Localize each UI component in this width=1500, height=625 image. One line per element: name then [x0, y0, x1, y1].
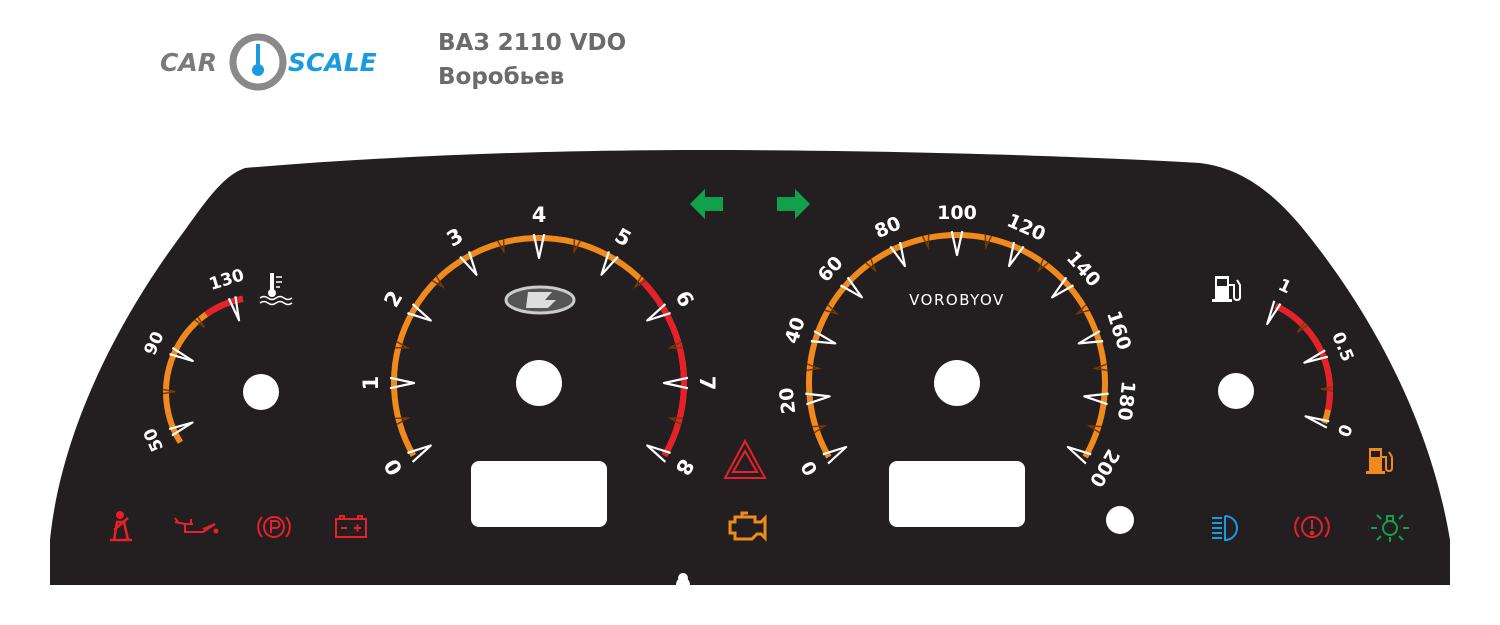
tach-minor-tick [633, 275, 647, 289]
battery-icon [335, 515, 367, 538]
temp-major-tick [227, 296, 241, 322]
tach-major-tick [662, 376, 689, 390]
reset-button-hole[interactable] [1106, 506, 1134, 534]
speed-major-tick [805, 392, 831, 406]
fuel-pump-icon [1212, 276, 1241, 302]
tach-needle-hole [516, 360, 562, 406]
tach-major-tick [407, 303, 432, 322]
tach-minor-tick [667, 417, 683, 425]
speed-scale-arc [806, 232, 1108, 459]
panel-body [50, 150, 1450, 585]
speed-minor-tick [1074, 304, 1090, 315]
tach-major-tick [646, 444, 671, 463]
speed-minor-tick [824, 304, 840, 315]
check-engine-icon [728, 511, 767, 542]
coolant-temperature-icon [259, 273, 293, 306]
turn-right-icon [777, 189, 810, 219]
speed-label: 20 [776, 386, 801, 415]
logo-car-text: CAR [160, 48, 217, 77]
brake-warning-icon [1294, 516, 1330, 538]
tach-red-zone-arc [639, 278, 687, 457]
model-title: ВАЗ 2110 VDO [438, 30, 627, 56]
tach-label: 1 [359, 376, 383, 391]
tach-major-tick [600, 251, 619, 276]
temp-red-zone-arc [204, 295, 244, 317]
turn-left-icon [690, 189, 723, 219]
side-lights-icon [1371, 514, 1409, 542]
parking-brake-icon [257, 516, 291, 538]
speed-minor-tick [1086, 425, 1102, 434]
author-title: Воробьев [438, 64, 565, 90]
low-fuel-icon [1366, 448, 1393, 474]
tach-label: 4 [532, 203, 547, 227]
tach-minor-tick [497, 239, 505, 255]
speed-major-tick [1083, 392, 1109, 406]
temp-needle-hole [243, 374, 279, 410]
mounting-notch [678, 573, 688, 583]
speed-minor-tick [806, 363, 822, 372]
tach-minor-tick [431, 275, 445, 289]
speed-major-tick [1066, 445, 1092, 465]
speed-minor-tick [1092, 363, 1108, 372]
speed-major-tick [889, 241, 907, 268]
odometer-display-window [889, 461, 1025, 527]
speed-minor-tick [865, 258, 878, 273]
temp-minor-tick [162, 388, 176, 395]
tach-minor-tick [667, 341, 683, 349]
brand-text: VOROBYOV [909, 291, 1005, 309]
logo-gauge-icon [229, 33, 287, 91]
speed-major-tick [822, 445, 848, 465]
fuel-major-tick [1304, 415, 1330, 429]
speed-major-tick [1051, 276, 1074, 299]
tach-label: 7 [695, 376, 719, 391]
logo-scale-text: SCALE [288, 48, 377, 77]
lada-logo-icon [504, 285, 576, 315]
oil-pressure-icon [174, 517, 219, 534]
speed-major-tick [840, 276, 863, 299]
speed-label: 100 [937, 202, 977, 224]
tach-major-tick [459, 251, 478, 276]
speed-minor-tick [812, 425, 828, 434]
temp-major-tick [169, 346, 194, 362]
speed-major-tick [810, 330, 837, 345]
fuel-minor-tick [1296, 322, 1308, 333]
fuel-red-zone-arc [1274, 303, 1333, 411]
speed-minor-tick [921, 234, 930, 250]
fuel-major-tick [1266, 300, 1282, 326]
tach-minor-tick [395, 417, 411, 425]
seatbelt-icon [110, 511, 132, 542]
speed-minor-tick [984, 234, 993, 250]
speed-label: 180 [1113, 380, 1139, 422]
speed-major-tick [1007, 241, 1025, 268]
left-display-window [471, 461, 607, 527]
tach-major-tick [646, 303, 671, 322]
speed-major-tick [1077, 330, 1104, 345]
tach-major-tick [532, 233, 546, 260]
fuel-minor-tick [1320, 386, 1334, 392]
temp-minor-tick [194, 316, 205, 328]
fuel-major-tick [1303, 349, 1329, 364]
fuel-needle-hole [1218, 373, 1254, 409]
carscale-logo: CAR SCALE [160, 33, 377, 91]
tach-major-tick [389, 376, 416, 390]
speed-major-tick [950, 230, 964, 257]
hazard-icon [723, 438, 767, 479]
tach-minor-tick [573, 239, 581, 255]
speed-needle-hole [934, 360, 980, 406]
tach-minor-tick [395, 341, 411, 349]
speed-minor-tick [1036, 258, 1049, 273]
tach-major-tick [407, 444, 432, 463]
high-beam-icon [1212, 515, 1238, 542]
temp-major-tick [168, 421, 194, 437]
